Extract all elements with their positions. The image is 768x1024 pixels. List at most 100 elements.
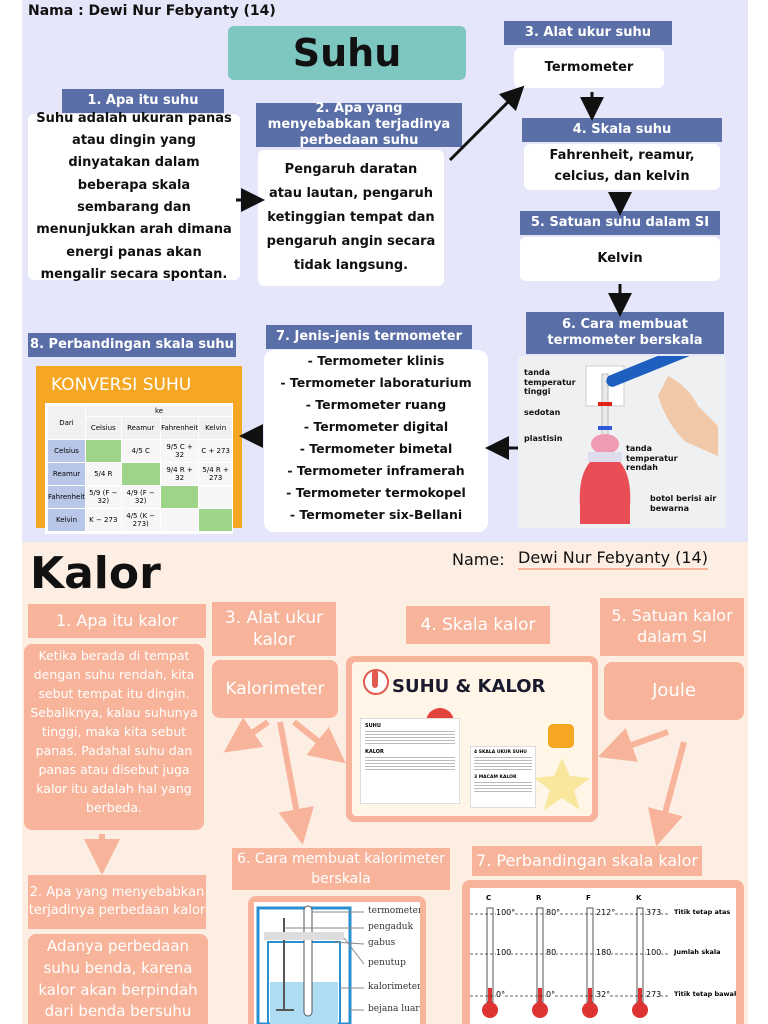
table-cell: C + 273 (198, 439, 233, 463)
kalor-name-label: Name: (452, 550, 505, 569)
suhu-q8-label: 8. Perbandingan skala suhu (28, 333, 236, 357)
scale-bottom-value: 32° (596, 990, 611, 999)
kalor-q4-label: 4. Skala kalor (406, 606, 550, 644)
table-cell (159, 485, 200, 509)
table-cell: 5/4 R + 273 (198, 462, 233, 486)
thermometer-types-list: - Termometer klinis - Termometer laborat… (264, 350, 488, 526)
calorimeter-part-label: pengaduk (368, 922, 414, 932)
scale-point-label: Jumlah skala (674, 948, 721, 956)
scale-name: F (586, 894, 591, 902)
poster-list-card: 4 SKALA UKUR SUHU 3 MACAM KALOR (470, 746, 536, 808)
kalor-q2-label: 2. Apa yang menyebabkan terjadinya perbe… (28, 875, 206, 929)
table-cell (120, 462, 161, 486)
thermometer-type-item: - Termometer six-Bellani (289, 507, 463, 522)
calorimeter-illustration (256, 905, 365, 1024)
kalor-q1-text: Ketika berada di tempat dengan suhu rend… (24, 644, 204, 830)
table-cell (159, 508, 200, 532)
annotation-bottle: botol berisi air bewarna (650, 494, 717, 513)
kalor-q7-label: 7. Perbandingan skala kalor (472, 846, 702, 876)
table-row-header: Kelvin (46, 508, 87, 532)
annotation-straw: sedotan (524, 408, 561, 417)
scale-top-value: 80° (546, 908, 561, 917)
calorimeter-part-label: penutup (368, 958, 406, 968)
thermometer-photo: tanda temperatur tinggi sedotan plastisi… (518, 356, 726, 528)
table-cell (198, 485, 233, 509)
poster-title: SUHU & KALOR (392, 676, 546, 697)
poster-decorations (363, 669, 590, 810)
annotation-clay: plastisin (524, 434, 563, 443)
scale-point-label: Titik tetap bawah (674, 990, 736, 998)
scale-bottom-value: 273 (646, 990, 662, 999)
kalor-q1-label: 1. Apa itu kalor (28, 604, 206, 638)
thermometer-type-item: - Termometer termokopel (286, 485, 466, 500)
kalor-flow-arrows (84, 717, 687, 875)
scale-comparison-frame: C R F K 100° 80° 212° 373 100 80 180 100… (462, 880, 744, 1024)
scale-thermometer (632, 907, 648, 1018)
poster-suhu-heading: SUHU (365, 723, 381, 729)
author-name: Nama : Dewi Nur Febyanty (14) (28, 3, 276, 19)
scale-mid-value: 80 (546, 948, 557, 957)
kalor-q3-text: Kalorimeter (212, 660, 338, 718)
kalor-poster-frame: SUHU & KALOR SUHU KALOR 4 SKALA UKUR SUH… (346, 656, 598, 822)
scale-mid-value: 180 (596, 948, 612, 957)
scale-mid-value: 100 (496, 948, 512, 957)
poster-lines (474, 757, 532, 771)
poster-macam-heading: 3 MACAM KALOR (474, 775, 517, 780)
kalor-poster: SUHU & KALOR SUHU KALOR 4 SKALA UKUR SUH… (352, 662, 592, 816)
poster-text-card: SUHU KALOR (360, 718, 460, 804)
table-row: Reamur 5/4 R 9/4 R + 32 5/4 R + 273 (46, 462, 233, 486)
thermometer-type-item: - Termometer laboraturium (280, 375, 472, 390)
scale-thermometer (582, 907, 598, 1018)
scale-point-label: Titik tetap atas (674, 908, 731, 916)
scale-mid-value: 100 (646, 948, 662, 957)
suhu-title: Suhu (228, 26, 466, 80)
suhu-flow-arrows (236, 85, 632, 460)
conversion-title: KONVERSI SUHU (51, 375, 192, 395)
table-corner: Dari (46, 405, 87, 440)
thermometer-bottle-illustration (518, 356, 726, 528)
scale-top-value: 212° (596, 908, 616, 917)
thermometer-type-item: - Termometer digital (303, 419, 449, 434)
suhu-q1-text: Suhu adalah ukuran panas atau dingin yan… (28, 111, 240, 282)
poster-jenis-heading: 4 SKALA UKUR SUHU (474, 750, 527, 755)
suhu-q4-text: Fahrenheit, reamur, celcius, dan kelvin (524, 144, 720, 190)
scale-comparison-diagram: C R F K 100° 80° 212° 373 100 80 180 100… (470, 888, 736, 1024)
thermometer-type-item: - Termometer ruang (305, 397, 447, 412)
kalor-q3-label: 3. Alat ukur kalor (212, 602, 336, 656)
calorimeter-part-label: termometer (368, 906, 420, 916)
conversion-card: KONVERSI SUHU Dari ke Celsius Reamur Fah… (36, 366, 242, 534)
scale-bottom-value: 0° (546, 990, 556, 999)
table-col-header: Kelvin (198, 416, 233, 440)
table-col-header: Fahrenheit (159, 416, 200, 440)
thermometer-type-item: - Termometer inframerah (287, 463, 465, 478)
scale-thermometer (532, 907, 548, 1018)
table-row-header: Reamur (46, 462, 87, 486)
thermometer-type-item: - Termometer bimetal (299, 441, 453, 456)
poster-lines (365, 731, 455, 745)
suhu-q7-label: 7. Jenis-jenis termometer (266, 325, 472, 349)
table-cell: 5/4 R (85, 462, 122, 486)
annotation-low-mark: tanda temperatur rendah (626, 444, 678, 473)
thermometer-types-box: - Termometer klinis - Termometer laborat… (264, 350, 488, 532)
conversion-table-wrap: Dari ke Celsius Reamur Fahrenheit Kelvin… (45, 403, 233, 534)
scale-name: C (486, 894, 492, 902)
suhu-q6-label: 6. Cara membuat termometer berskala (526, 312, 724, 354)
scale-top-value: 373 (646, 908, 662, 917)
suhu-q2-text: Pengaruh daratan atau lautan, pengaruh k… (258, 150, 444, 286)
table-row: Celsius 4/5 C 9/5 C + 32 C + 273 (46, 439, 233, 463)
annotation-top-mark: tanda temperatur tinggi (524, 368, 576, 397)
calorimeter-part-label: gabus (368, 938, 396, 948)
scale-name: R (536, 894, 542, 902)
suhu-q4-label: 4. Skala suhu (522, 118, 722, 142)
suhu-q3-text: Termometer (514, 48, 664, 88)
kalor-name-value: Dewi Nur Febyanty (14) (518, 548, 708, 570)
table-cell (85, 439, 122, 463)
scale-thermometer (482, 907, 498, 1018)
scale-bottom-value: 0° (496, 990, 506, 999)
table-row: Kelvin K − 273 4/5 (K − 273) (46, 508, 233, 532)
table-cell: 4/5 C (120, 439, 161, 463)
table-cell (198, 508, 233, 532)
calorimeter-part-label: bejana luar (368, 1004, 420, 1014)
kalor-q5-label: 5. Satuan kalor dalam SI (600, 598, 744, 656)
suhu-q3-label: 3. Alat ukur suhu (504, 21, 672, 45)
